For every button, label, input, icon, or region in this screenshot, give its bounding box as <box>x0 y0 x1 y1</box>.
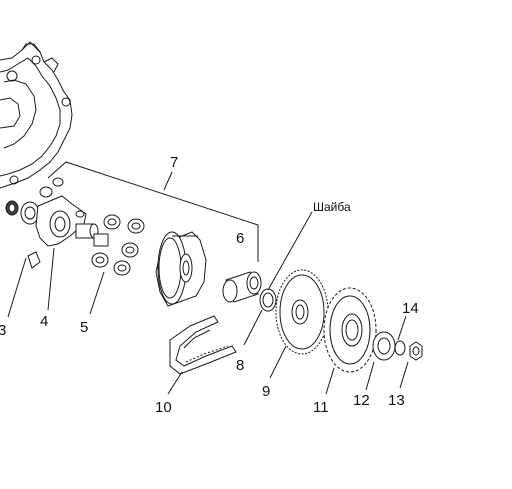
part-10-drive-belt <box>169 315 237 375</box>
label-part-10: 10 <box>155 399 172 416</box>
leader-lines <box>7 211 409 395</box>
part-9-gear <box>275 269 329 355</box>
leader-bracket-7 <box>47 161 259 262</box>
part-13-nut <box>409 341 423 361</box>
part-14-washer <box>394 340 406 356</box>
label-part-13: 13 <box>388 392 405 409</box>
label-part-11: 11 <box>313 399 329 416</box>
roller <box>127 218 145 234</box>
label-part-7: 7 <box>170 154 178 171</box>
roller <box>91 252 109 268</box>
annotation-washer: Шайба <box>313 200 351 214</box>
part-washer-left <box>20 201 40 225</box>
roller <box>113 260 131 276</box>
label-part-8: 8 <box>236 357 244 374</box>
part-12-hub <box>372 331 396 361</box>
part-6-bush <box>222 271 262 303</box>
part-8-washer <box>259 288 277 312</box>
label-part-6: 6 <box>236 230 244 247</box>
part-5-rollers <box>91 214 145 276</box>
label-part-5: 5 <box>80 319 88 336</box>
label-part-14: 14 <box>402 300 419 317</box>
label-part-4: 4 <box>40 313 48 330</box>
label-part-9: 9 <box>262 383 270 400</box>
part-3-slider <box>27 251 41 269</box>
crankcase-housing <box>0 41 73 189</box>
label-part-12: 12 <box>353 392 370 409</box>
roller <box>121 242 139 258</box>
part-11-fan-drive-face <box>323 287 377 373</box>
roller <box>103 214 121 230</box>
part-7-variator-pulley <box>155 231 207 307</box>
label-part-3: 3 <box>0 322 6 339</box>
part-needle-bearing <box>5 200 19 216</box>
part-4-variator-plate <box>35 177 99 247</box>
roller <box>93 233 109 247</box>
